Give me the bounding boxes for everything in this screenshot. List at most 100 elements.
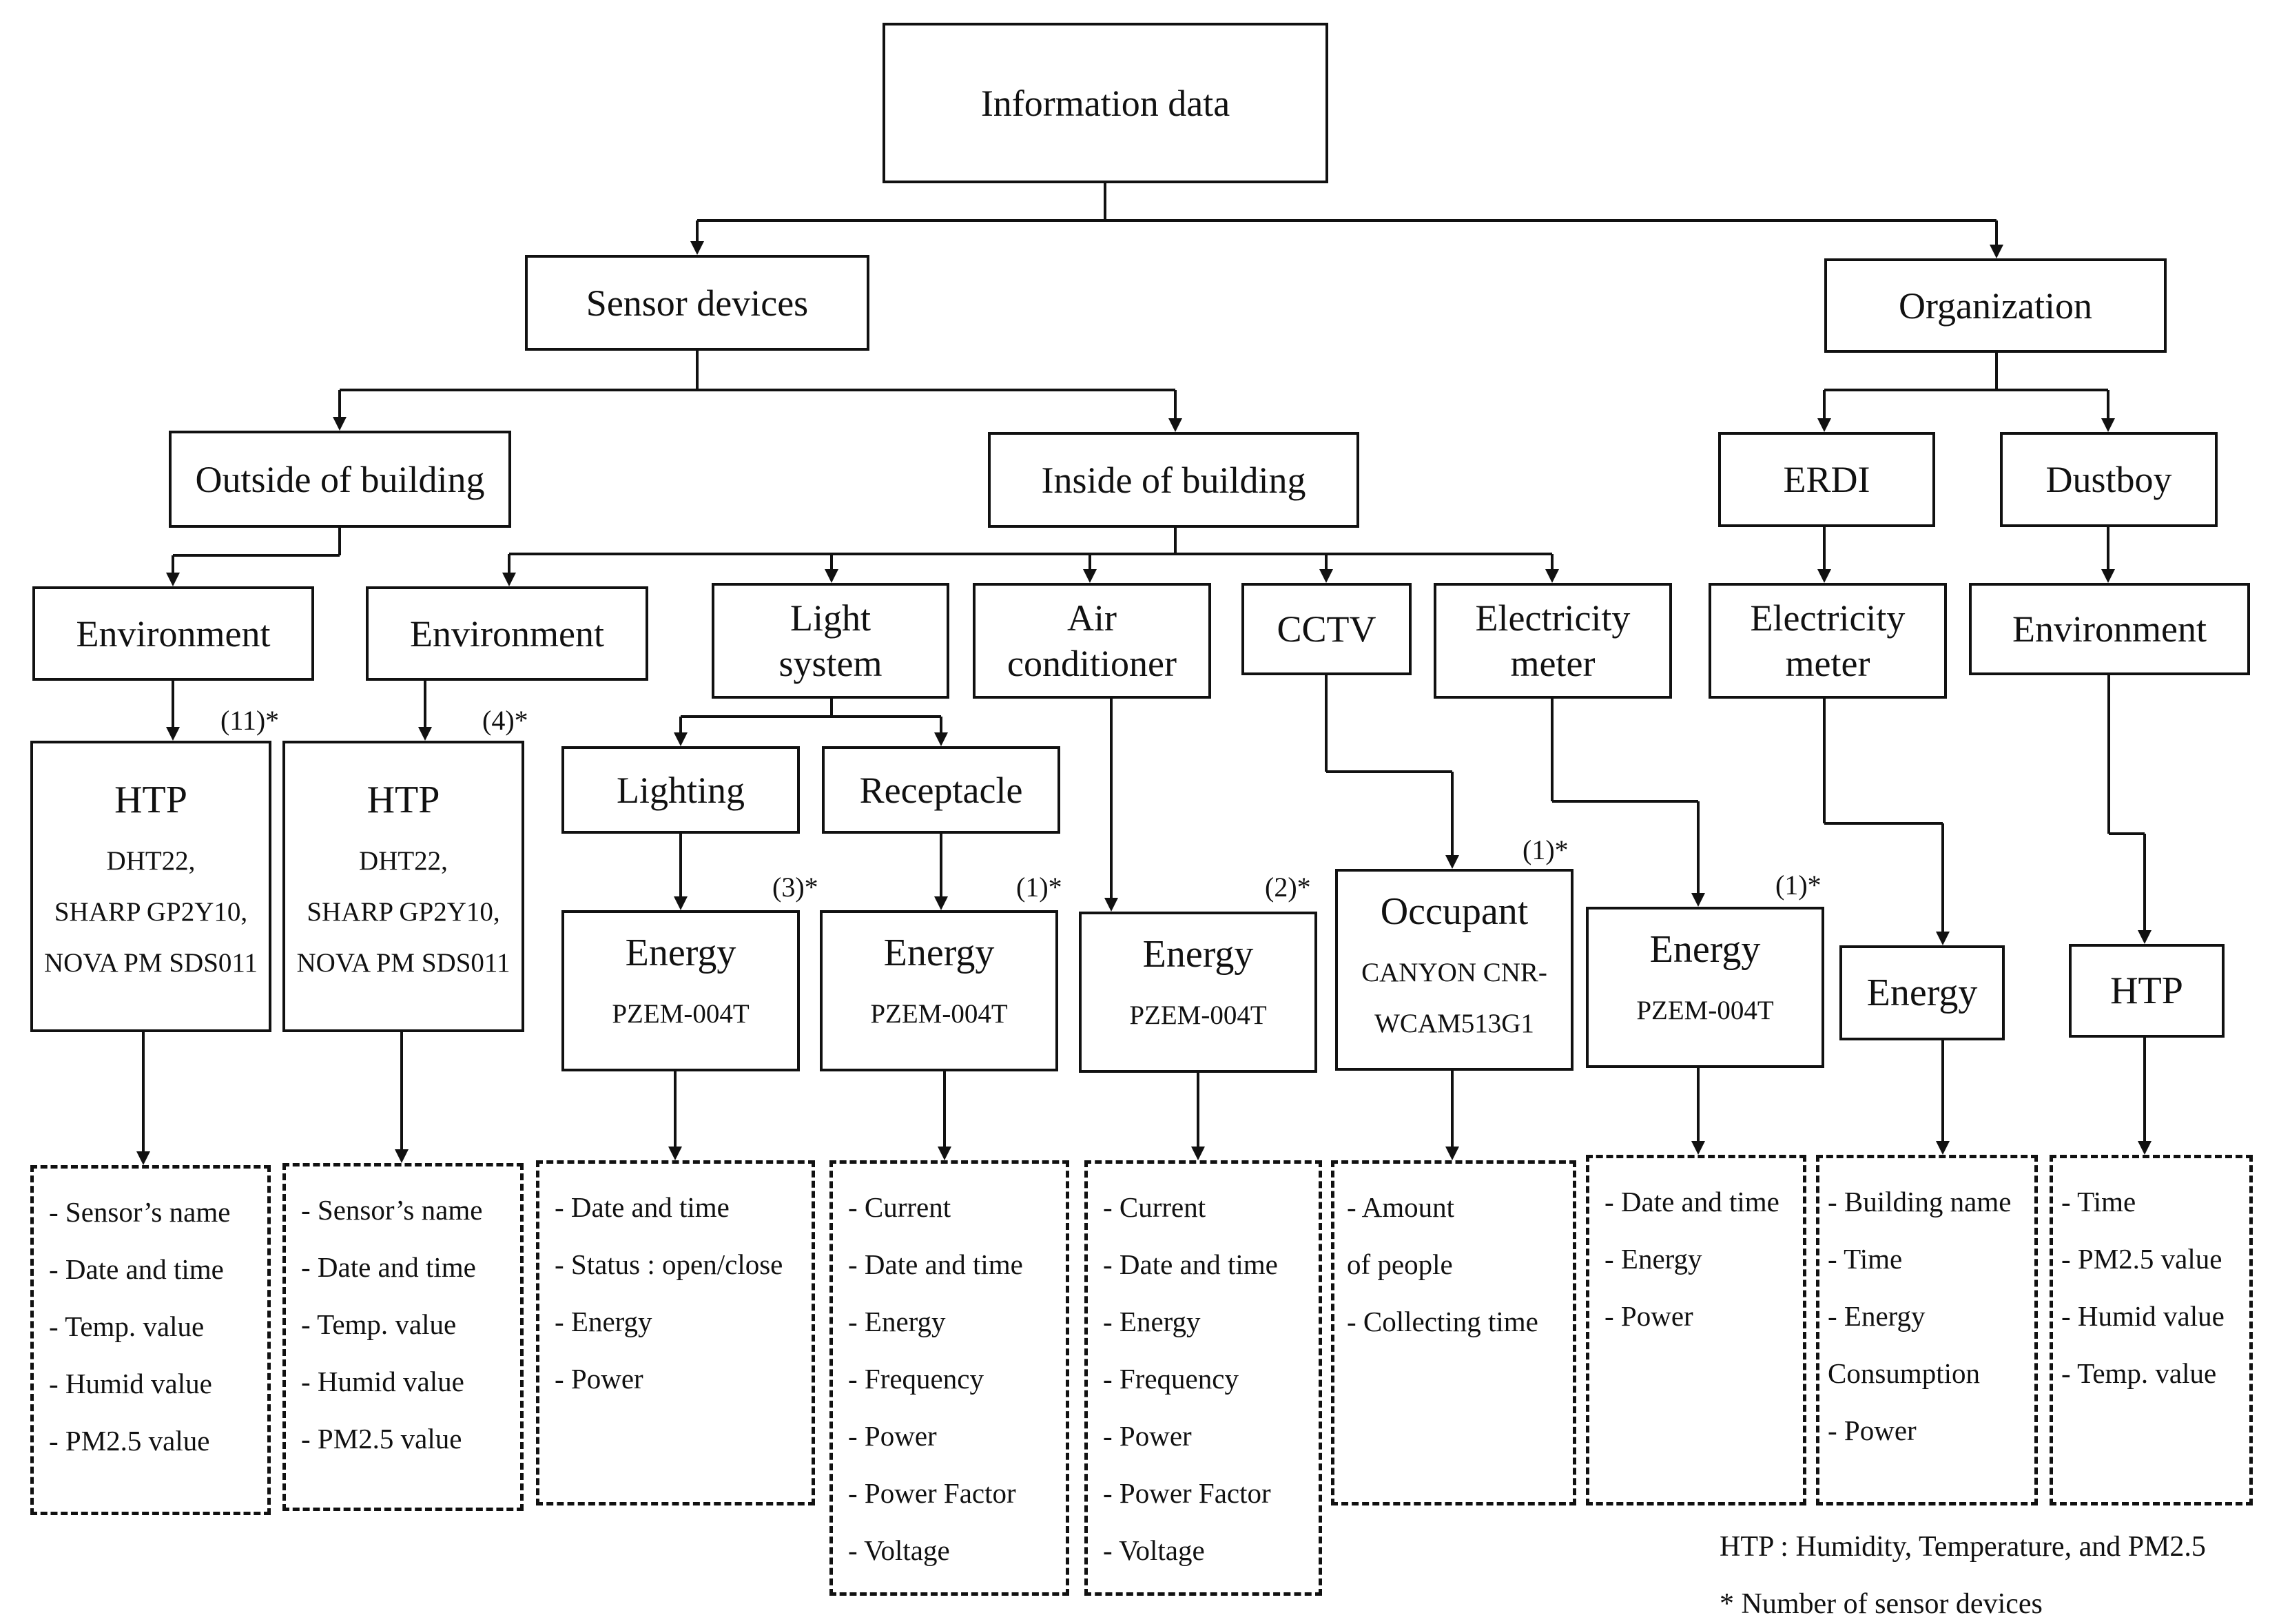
node-label: Outside of building <box>195 458 485 500</box>
node-label: Electricity meter <box>1750 597 1906 684</box>
data-field-item: - Voltage <box>1103 1534 1205 1566</box>
arrowhead <box>1817 418 1831 432</box>
data-field-item: - Power <box>1828 1415 1917 1446</box>
device-title: HTP <box>114 779 187 821</box>
device-title: Energy <box>883 932 995 974</box>
device-sensor-model: PZEM-004T <box>1636 996 1774 1025</box>
data-field-item: - Time <box>1828 1243 1903 1275</box>
data-field-item: - Amount <box>1347 1191 1455 1223</box>
arrowhead <box>1936 1141 1950 1155</box>
data-field-item: - Energy <box>1103 1306 1201 1337</box>
device-count-energy-receptacle: (1)* <box>1016 872 1062 903</box>
node-lighting: Lighting <box>561 746 800 834</box>
arrowhead <box>1104 898 1118 912</box>
data-field-item: - Power <box>1103 1420 1192 1452</box>
data-field-item: - Humid value <box>2061 1300 2225 1332</box>
arrowhead <box>395 1149 409 1163</box>
arrowhead <box>502 573 516 586</box>
data-fields-electricity-meter: - Date and time- Energy- Power <box>1586 1155 1806 1505</box>
data-fields-receptacle: - Current - Date and time - Energy - Freque… <box>829 1160 1069 1596</box>
device-sensor-model: PZEM-004T <box>1129 1000 1267 1030</box>
arrowhead <box>166 573 180 586</box>
node-label: Environment <box>410 613 604 655</box>
node-environment-outside: Environment <box>32 586 314 681</box>
device-sensor-models: DHT22, SHARP GP2Y10, NOVA PM SDS011 <box>296 846 510 978</box>
data-field-item: - Sensor’s name <box>301 1194 483 1226</box>
data-field-item: - Building name <box>1828 1186 2012 1217</box>
arrowhead <box>934 732 948 746</box>
node-label: CCTV <box>1277 608 1376 650</box>
data-field-item: - Sensor’s name <box>49 1196 231 1228</box>
data-field-list: - Time- PM2.5 value- Humid value- Temp. … <box>2061 1173 2249 1402</box>
data-field-list: - Current- Date and time- Energy- Freque… <box>1103 1179 1319 1579</box>
node-inside-of-building: Inside of building <box>988 432 1359 528</box>
node-label: Organization <box>1899 285 2092 327</box>
data-field-list: - Sensor’s name - Date and time - Temp. va… <box>49 1184 267 1470</box>
arrowhead <box>1083 569 1097 583</box>
arrowhead <box>1936 932 1950 945</box>
arrowhead <box>1691 893 1705 907</box>
arrowhead <box>1990 245 2003 258</box>
device-count-energy-lighting: (3)* <box>772 872 818 903</box>
node-receptacle: Receptacle <box>822 746 1060 834</box>
device-title: Energy <box>1649 928 1761 971</box>
data-field-item: - Current <box>848 1191 951 1223</box>
data-field-item: - PM2.5 value <box>49 1425 210 1457</box>
data-field-item: - Date and time <box>848 1248 1023 1280</box>
data-field-item: - PM2.5 value <box>301 1423 462 1455</box>
data-field-item: - Power Factor <box>1103 1477 1271 1509</box>
device-htp-inside: HTP DHT22, SHARP GP2Y10, NOVA PM SDS011 <box>282 741 524 1032</box>
arrowhead <box>166 727 180 741</box>
data-field-item: - Power <box>1605 1300 1693 1332</box>
arrowhead <box>938 1147 951 1160</box>
node-sensor-devices: Sensor devices <box>525 255 869 351</box>
device-count-energy-meter: (1)* <box>1775 870 1822 901</box>
device-htp-dustboy: HTP <box>2069 944 2225 1038</box>
arrowhead <box>2138 1141 2152 1155</box>
node-air-conditioner: Air conditioner <box>973 583 1211 699</box>
data-field-item: - Energy <box>555 1306 652 1337</box>
node-label: Lighting <box>617 769 745 811</box>
data-field-item: - Time <box>2061 1186 2136 1217</box>
data-field-item: - Power <box>848 1420 937 1452</box>
arrowhead <box>2138 930 2152 944</box>
arrowhead <box>674 732 688 746</box>
data-field-item: - Humid value <box>301 1366 464 1397</box>
node-light-system: Light system <box>712 583 949 699</box>
node-label: Sensor devices <box>586 282 809 324</box>
device-sensor-model: PZEM-004T <box>612 999 750 1029</box>
device-sensor-model: PZEM-004T <box>870 999 1008 1029</box>
data-field-item: - Power Factor <box>848 1477 1016 1509</box>
device-title: Energy <box>625 932 736 974</box>
data-field-item: - Date and time <box>49 1253 224 1285</box>
data-fields-dustboy: - Time- PM2.5 value- Humid value- Temp. … <box>2050 1155 2253 1505</box>
data-field-item: - Temp. value <box>49 1310 205 1342</box>
device-title: HTP <box>367 779 440 821</box>
node-label: Environment <box>2012 608 2207 650</box>
data-field-item: of people <box>1347 1248 1453 1280</box>
node-cctv: CCTV <box>1241 583 1412 675</box>
data-field-item: - PM2.5 value <box>2061 1243 2222 1275</box>
node-environment-inside: Environment <box>366 586 648 681</box>
arrowhead <box>2101 418 2115 432</box>
node-label: Receptacle <box>859 769 1023 811</box>
arrowhead <box>1545 569 1559 583</box>
data-field-item: - Date and time <box>1605 1186 1779 1217</box>
data-field-item: - Date and time <box>1103 1248 1278 1280</box>
data-field-item: - Frequency <box>1103 1363 1239 1395</box>
node-dustboy: Dustboy <box>2000 432 2218 527</box>
data-field-item: - Frequency <box>848 1363 984 1395</box>
device-energy-erdi: Energy <box>1839 945 2005 1040</box>
node-electricity-meter-inside: Electricity meter <box>1434 583 1672 699</box>
device-energy-lighting: Energy PZEM-004T <box>561 910 800 1071</box>
arrowhead <box>136 1151 150 1165</box>
device-count-htp-inside: (4)* <box>482 705 528 736</box>
data-fields-htp-inside: - Sensor’s name- Date and time- Temp. va… <box>282 1163 524 1511</box>
node-label: Environment <box>76 613 271 655</box>
arrowhead <box>1445 855 1459 869</box>
node-outside-of-building: Outside of building <box>169 431 511 528</box>
data-field-item: - Energy <box>848 1306 946 1337</box>
